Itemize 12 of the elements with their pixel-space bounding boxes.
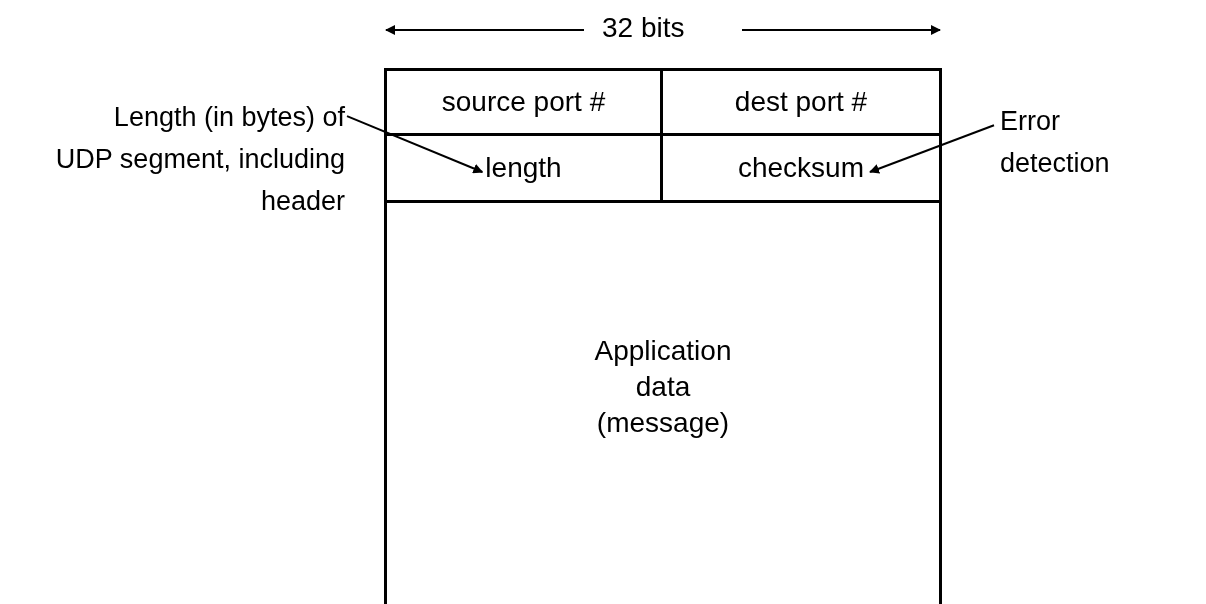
arrow <box>346 115 484 174</box>
field-label: length <box>485 151 562 185</box>
annotation-text: Error detection <box>1000 105 1111 180</box>
field-label: dest port # <box>734 85 868 119</box>
payload-field <box>384 200 942 604</box>
header-field <box>660 68 942 136</box>
field-label: Application data (message) <box>593 333 733 440</box>
header-field <box>384 68 663 136</box>
annotation-text: Length (in bytes) of UDP segment, including header <box>55 101 345 218</box>
arrow <box>869 124 995 174</box>
field-label: source port # <box>441 85 606 119</box>
field-label: checksum <box>737 151 864 185</box>
